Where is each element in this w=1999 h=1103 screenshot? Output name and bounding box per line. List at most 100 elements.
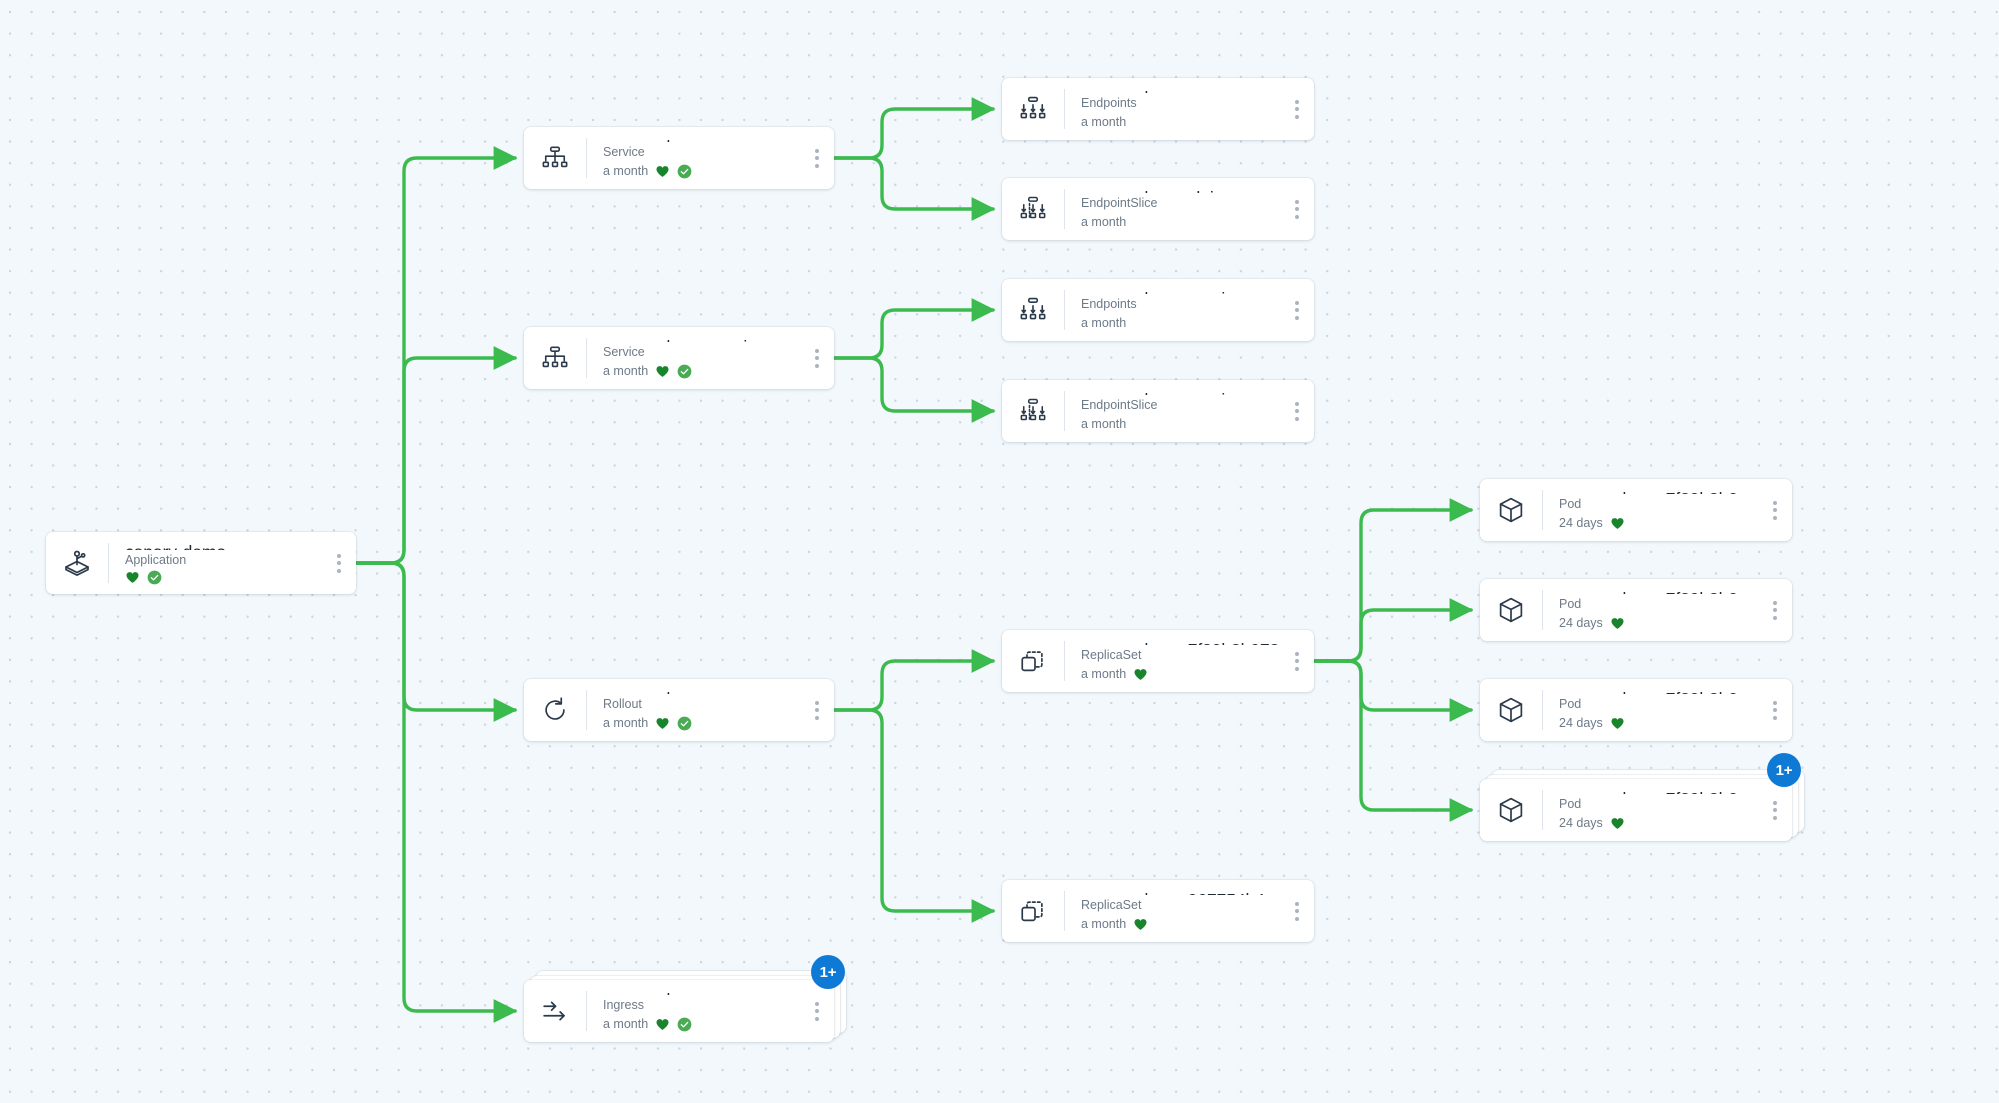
node-kebab-menu[interactable] — [322, 532, 356, 594]
resource-age: a month — [1081, 115, 1127, 129]
resource-node-service[interactable]: canary-demoService a month — [524, 127, 834, 189]
node-kebab-menu[interactable] — [1280, 380, 1314, 442]
resource-name: canary-demo-preview — [1081, 288, 1280, 294]
endpointslice-icon — [1002, 380, 1064, 442]
health-heart-icon — [1133, 917, 1148, 932]
node-divider — [1542, 690, 1543, 730]
resource-status-row: a month — [1081, 665, 1280, 683]
resource-name: canary-demo-7f89b8b97... — [1559, 788, 1758, 794]
node-divider — [1542, 790, 1543, 830]
resource-status-row: 24 days — [1559, 714, 1758, 732]
node-kebab-menu[interactable] — [1280, 630, 1314, 692]
resource-name: canary-demo — [603, 136, 800, 142]
node-kebab-menu[interactable] — [1280, 78, 1314, 140]
resource-kind: Application — [125, 553, 187, 567]
resource-node-endpoints[interactable]: canary-demo-previewEndpointsa month — [1002, 279, 1314, 341]
health-heart-icon — [655, 1017, 670, 1032]
resource-status-row: a month — [1081, 314, 1280, 332]
grouped-count-badge[interactable]: 1+ — [811, 955, 845, 989]
health-heart-icon — [655, 164, 670, 179]
resource-status-row: 24 days — [1559, 514, 1758, 532]
resource-name: canary-demo — [1081, 87, 1280, 93]
edge-rs-7f89b8b978-to-pod-4 — [1312, 659, 1474, 822]
resource-node-endpoints[interactable]: canary-demoEndpoints a month — [1002, 78, 1314, 140]
health-heart-icon — [1133, 667, 1148, 682]
node-kebab-menu[interactable] — [1280, 279, 1314, 341]
resource-name: canary-demo-7f89b8b97... — [1559, 688, 1758, 694]
resource-name: canary-demo-preview — [603, 336, 800, 342]
pod-icon — [1480, 679, 1542, 741]
resource-kind: Service — [603, 345, 645, 359]
pod-icon — [1480, 579, 1542, 641]
node-kebab-menu[interactable] — [1758, 479, 1792, 541]
resource-age: a month — [1081, 316, 1127, 330]
resource-age: 24 days — [1559, 716, 1603, 730]
resource-kind: ReplicaSet — [1081, 648, 1142, 662]
health-heart-icon — [1610, 516, 1625, 531]
resource-status-row: a month — [603, 1015, 800, 1033]
edge-app-canary-demo-to-ingress-canary-demo — [354, 561, 518, 1023]
resource-kind: Pod — [1559, 497, 1582, 511]
resource-kind: Rollout — [603, 697, 642, 711]
resource-status-row: 24 days — [1559, 614, 1758, 632]
resource-node-pod[interactable]: canary-demo-7f89b8b97... Pod 24 days — [1480, 679, 1792, 741]
resource-age: 24 days — [1559, 516, 1603, 530]
edge-app-canary-demo-to-svc-canary-demo — [354, 146, 518, 565]
resource-node-replicaset[interactable]: canary-demo-967754b4cReplicaSeta month — [1002, 880, 1314, 942]
resource-age: a month — [603, 1017, 649, 1031]
node-kebab-menu[interactable] — [1758, 679, 1792, 741]
node-kebab-menu[interactable] — [800, 980, 834, 1042]
resource-node-replicaset[interactable]: canary-demo-7f89b8b978ReplicaSeta month — [1002, 630, 1314, 692]
node-kebab-menu[interactable] — [1280, 880, 1314, 942]
edge-app-canary-demo-to-svc-canary-demo-preview — [354, 346, 518, 565]
node-divider — [586, 338, 587, 378]
resource-name: canary-demo — [603, 688, 800, 694]
resource-kind: Pod — [1559, 797, 1582, 811]
edge-svc-canary-demo-to-ep-canary-demo — [832, 97, 996, 160]
grouped-count-badge[interactable]: 1+ — [1767, 753, 1801, 787]
edge-rs-7f89b8b978-to-pod-1 — [1312, 498, 1474, 663]
node-kebab-menu[interactable] — [800, 327, 834, 389]
resource-name: canary-demo-967754b4c — [1081, 889, 1280, 895]
edge-svc-canary-demo-preview-to-eps-canary-demo-preview-v — [832, 356, 996, 423]
resource-node-pod[interactable]: canary-demo-7f89b8b97... Pod 24 days — [1480, 779, 1792, 841]
resource-status-row: a month — [1081, 113, 1280, 131]
resource-node-service[interactable]: canary-demo-previewServicea month — [524, 327, 834, 389]
pod-icon — [1480, 479, 1542, 541]
resource-kind: Service — [603, 145, 645, 159]
node-kebab-menu[interactable] — [1758, 579, 1792, 641]
resource-node-endpointslice[interactable]: canary-demo-clpjwEndpointSlicea month — [1002, 178, 1314, 240]
sync-ok-icon — [677, 164, 692, 179]
replicaset-icon — [1002, 880, 1064, 942]
resource-node-ingress[interactable]: canary-demoIngressa month — [524, 980, 834, 1042]
health-heart-icon — [125, 570, 140, 585]
node-divider — [1542, 490, 1543, 530]
resource-kind: Pod — [1559, 697, 1582, 711]
node-kebab-menu[interactable] — [1758, 779, 1792, 841]
resource-kind: Endpoints — [1081, 96, 1137, 110]
resource-status-row: a month — [1081, 213, 1280, 231]
node-kebab-menu[interactable] — [800, 127, 834, 189]
edge-rs-7f89b8b978-to-pod-3 — [1312, 659, 1474, 722]
edge-rollout-canary-demo-to-rs-7f89b8b978 — [832, 649, 996, 712]
resource-kind: EndpointSlice — [1081, 196, 1158, 210]
node-kebab-menu[interactable] — [1280, 178, 1314, 240]
node-divider — [1542, 590, 1543, 630]
node-kebab-menu[interactable] — [800, 679, 834, 741]
resource-age: 24 days — [1559, 816, 1603, 830]
health-heart-icon — [1610, 716, 1625, 731]
replicaset-icon — [1002, 630, 1064, 692]
resource-kind: EndpointSlice — [1081, 398, 1158, 412]
resource-status-row: a month — [603, 714, 800, 732]
node-divider — [1064, 189, 1065, 229]
resource-status-row: a month — [603, 162, 800, 180]
resource-node-rollout[interactable]: canary-demoRollout a month — [524, 679, 834, 741]
ingress-icon — [524, 980, 586, 1042]
sync-ok-icon — [677, 364, 692, 379]
resource-node-application[interactable]: canary-demoApplication — [46, 532, 356, 594]
resource-status-row: a month — [1081, 415, 1280, 433]
